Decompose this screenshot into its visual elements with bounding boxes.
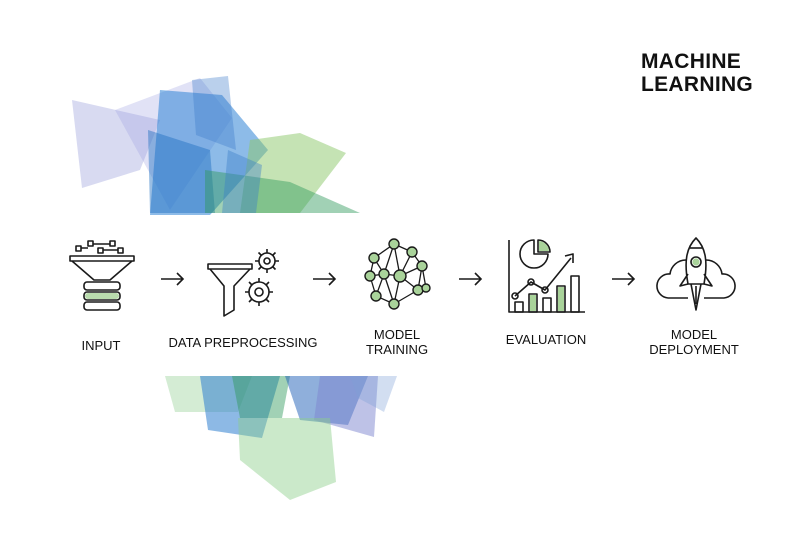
top-shapes — [72, 76, 360, 215]
step-label-data-preprocessing: DATA PREPROCESSING — [168, 335, 318, 350]
bottom-shapes — [165, 376, 397, 500]
arrow-right-icon — [612, 272, 636, 286]
funnel-gears-icon — [207, 249, 279, 317]
neural-network-icon — [364, 238, 431, 310]
title-line-1: MACHINE — [641, 50, 742, 73]
charts-icon — [508, 239, 585, 313]
funnel-database-icon — [69, 240, 135, 311]
arrow-right-icon — [459, 272, 483, 286]
step-label-model-deployment: MODEL DEPLOYMENT — [649, 327, 739, 357]
diagram-title: MACHINE LEARNING — [641, 50, 753, 96]
step-label-input: INPUT — [81, 338, 121, 353]
arrow-right-icon — [313, 272, 337, 286]
step-label-model-training: MODEL TRAINING — [365, 327, 429, 357]
title-line-2: LEARNING — [641, 73, 754, 96]
step-label-evaluation: EVALUATION — [505, 332, 587, 347]
arrow-right-icon — [161, 272, 185, 286]
rocket-cloud-icon — [656, 237, 736, 311]
